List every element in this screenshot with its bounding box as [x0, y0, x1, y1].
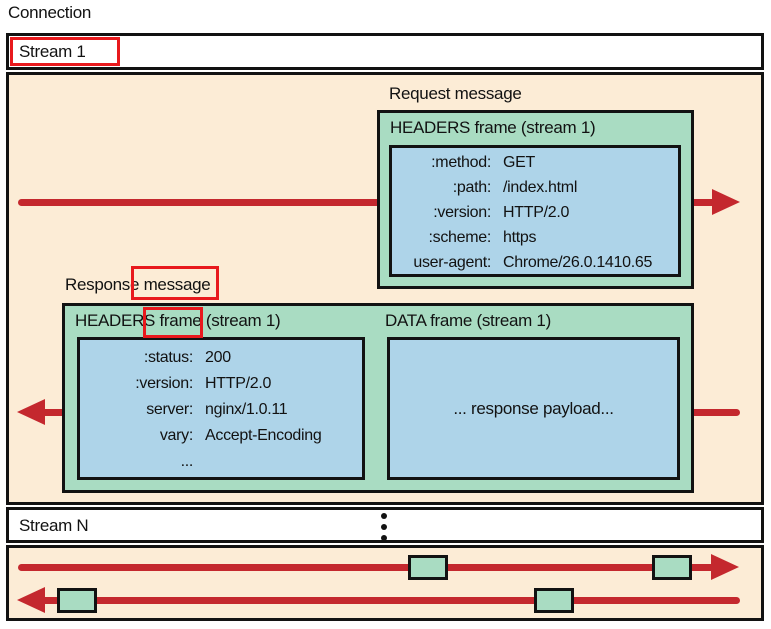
- header-value: https: [503, 229, 537, 246]
- header-value: [205, 449, 359, 475]
- frame-chip: [408, 555, 448, 580]
- header-value: Accept-Encoding: [205, 427, 322, 444]
- header-row: vary: Accept-Encoding: [83, 423, 359, 449]
- request-arrow-line: [18, 199, 715, 206]
- request-arrow-head-icon: [712, 189, 740, 215]
- header-key: :version:: [433, 204, 491, 221]
- response-arrow-head-icon: [17, 399, 45, 425]
- response-frames-box: HEADERS frame (stream 1) DATA frame (str…: [62, 303, 694, 493]
- streamN-response-arrow-line: [43, 597, 740, 604]
- stream1-annotation-rect: [10, 37, 120, 66]
- frame-chip: [57, 588, 97, 613]
- response-headers-frame-title: HEADERS frame (stream 1): [75, 311, 281, 330]
- header-value: /index.html: [503, 179, 578, 196]
- response-data-frame-title: DATA frame (stream 1): [385, 311, 551, 330]
- streamN-body: [6, 545, 764, 621]
- header-key: :method:: [431, 154, 491, 171]
- header-row: :version: HTTP/2.0: [395, 200, 675, 225]
- streamN-header-box: Stream N: [6, 507, 764, 543]
- response-payload-text: ... response payload...: [453, 398, 614, 418]
- header-key: :status:: [143, 349, 193, 366]
- stream1-header-box: Stream 1: [6, 33, 764, 70]
- frame-chip: [652, 555, 692, 580]
- header-key: vary:: [159, 427, 193, 444]
- response-headers-list: :status: 200 :version: HTTP/2.0 server: …: [83, 345, 359, 475]
- streamN-request-arrow-line: [18, 564, 714, 571]
- response-headers-values-box: :status: 200 :version: HTTP/2.0 server: …: [77, 337, 365, 480]
- connection-label: Connection: [8, 3, 92, 22]
- response-message-annotation-rect: [131, 266, 219, 300]
- stream1-body: Request message HEADERS frame (stream 1)…: [6, 72, 764, 505]
- request-headers-values-box: :method: GET :path: /index.html :version…: [389, 145, 681, 277]
- header-row: user-agent: Chrome/26.0.1410.65: [395, 250, 675, 275]
- frame-word-annotation-rect: [143, 307, 203, 338]
- header-key: :path:: [452, 179, 492, 196]
- response-message-label: Response message: [65, 275, 211, 294]
- header-row: :version: HTTP/2.0: [83, 371, 359, 397]
- header-value: nginx/1.0.11: [205, 401, 288, 418]
- header-row: :status: 200: [83, 345, 359, 371]
- request-headers-list: :method: GET :path: /index.html :version…: [395, 150, 675, 275]
- header-value: HTTP/2.0: [503, 204, 570, 221]
- header-key: user-agent:: [413, 254, 491, 271]
- streamN-response-arrow-head-icon: [17, 587, 45, 613]
- header-row: :scheme: https: [395, 225, 675, 250]
- streamN-label: Stream N: [19, 516, 89, 535]
- header-row: :method: GET: [395, 150, 675, 175]
- header-row: :path: /index.html: [395, 175, 675, 200]
- header-key: server:: [146, 401, 193, 418]
- response-payload-box: ... response payload...: [387, 337, 680, 480]
- header-key: :scheme:: [428, 229, 491, 246]
- header-value: GET: [503, 154, 535, 171]
- header-row: server: nginx/1.0.11: [83, 397, 359, 423]
- header-row: ...: [83, 449, 359, 475]
- header-value: Chrome/26.0.1410.65: [503, 254, 653, 271]
- header-key: :version:: [135, 375, 193, 392]
- header-value: 200: [205, 349, 231, 366]
- request-message-label: Request message: [389, 84, 522, 103]
- frame-chip: [534, 588, 574, 613]
- request-headers-frame-title: HEADERS frame (stream 1): [390, 118, 596, 137]
- request-headers-frame: HEADERS frame (stream 1) :method: GET :p…: [377, 110, 694, 289]
- stream1-label: Stream 1: [19, 42, 86, 61]
- header-value: HTTP/2.0: [205, 375, 272, 392]
- header-key: ...: [180, 453, 194, 470]
- streamN-request-arrow-head-icon: [711, 554, 739, 580]
